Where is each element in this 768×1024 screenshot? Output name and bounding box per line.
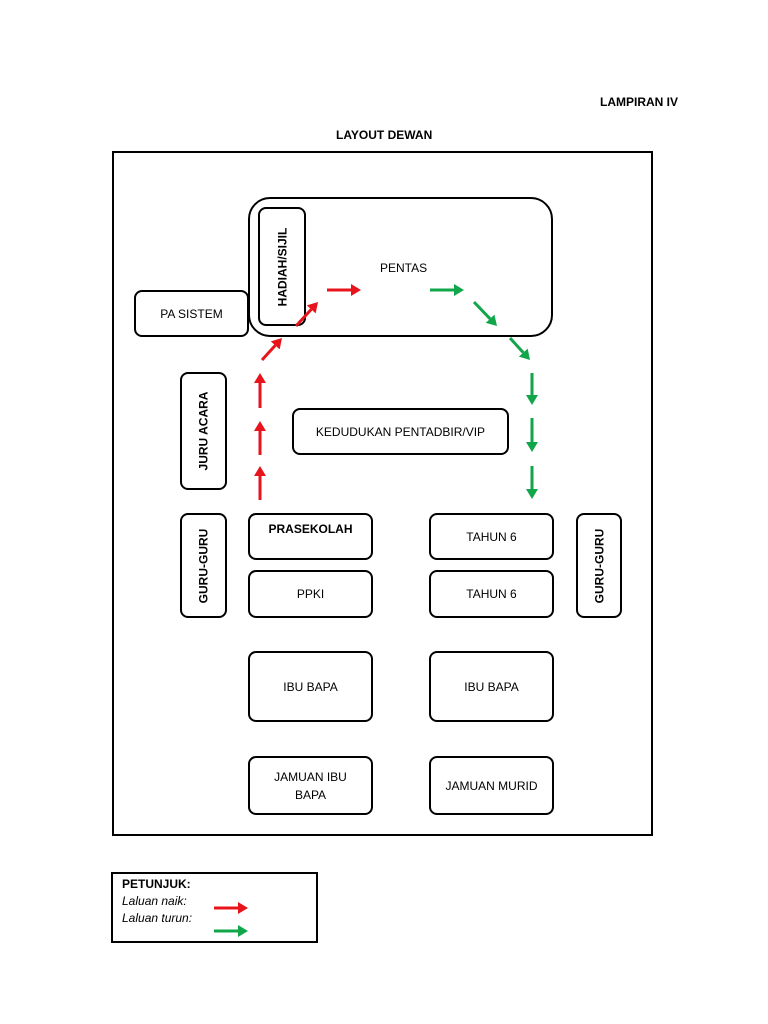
legend-heading: PETUNJUK: <box>122 877 191 891</box>
seat-ibu-bapa-right: IBU BAPA <box>429 651 554 722</box>
vip-seating: KEDUDUKAN PENTADBIR/VIP <box>292 408 509 455</box>
pa-system: PA SISTEM <box>134 290 249 337</box>
down-route-arrow <box>472 300 497 326</box>
legend-box: PETUNJUK: Laluan naik: Laluan turun: <box>111 872 318 943</box>
seat-tahun6-b-label: TAHUN 6 <box>466 587 517 601</box>
up-route-arrow <box>327 284 361 296</box>
refreshment-pupils: JAMUAN MURID <box>429 756 554 815</box>
seat-ppki: PPKI <box>248 570 373 618</box>
teachers-right: GURU-GURU <box>576 513 622 618</box>
layout-title: LAYOUT DEWAN <box>336 128 433 142</box>
up-route-arrow <box>260 338 282 362</box>
teachers-left: GURU-GURU <box>180 513 227 618</box>
legend-down-label: Laluan turun: <box>122 911 193 925</box>
seat-ppki-label: PPKI <box>296 587 325 601</box>
up-route-arrow <box>254 373 266 408</box>
hall-frame <box>112 151 653 836</box>
legend-up-label: Laluan naik: <box>122 894 187 908</box>
seat-ibu-bapa-right-label: IBU BAPA <box>464 679 519 694</box>
seat-prasekolah-label: PRASEKOLAH <box>268 522 353 536</box>
appendix-label: LAMPIRAN IV <box>600 95 678 109</box>
legend-down-arrow <box>214 925 248 937</box>
down-route-arrow <box>526 373 538 405</box>
up-route-arrow <box>254 466 266 500</box>
up-route-arrow <box>254 421 266 455</box>
down-route-arrow <box>430 284 464 296</box>
legend-up-arrow <box>214 902 248 914</box>
seat-ibu-bapa-left: IBU BAPA <box>248 651 373 722</box>
vip-seating-label: KEDUDUKAN PENTADBIR/VIP <box>315 424 486 439</box>
refreshment-parents: JAMUAN IBU BAPA <box>248 756 373 815</box>
seat-tahun6-b: TAHUN 6 <box>429 570 554 618</box>
down-route-arrow <box>526 418 538 452</box>
refreshment-pupils-label: JAMUAN MURID <box>445 778 538 793</box>
seat-tahun6-a: TAHUN 6 <box>429 513 554 560</box>
stage-label: PENTAS <box>380 261 428 275</box>
seat-ibu-bapa-left-label: IBU BAPA <box>283 679 338 694</box>
pa-system-label: PA SISTEM <box>160 306 223 321</box>
refreshment-parents-label: JAMUAN IBU BAPA <box>274 769 347 802</box>
seat-tahun6-a-label: TAHUN 6 <box>466 529 517 544</box>
up-route-arrow <box>294 302 318 328</box>
emcee-spot: JURU ACARA <box>180 372 227 490</box>
stage-area: PENTAS <box>248 197 553 337</box>
down-route-arrow <box>526 466 538 499</box>
down-route-arrow <box>508 336 530 360</box>
award-table: HADIAH/SIJIL <box>258 207 306 326</box>
seat-prasekolah: PRASEKOLAH <box>248 513 373 560</box>
